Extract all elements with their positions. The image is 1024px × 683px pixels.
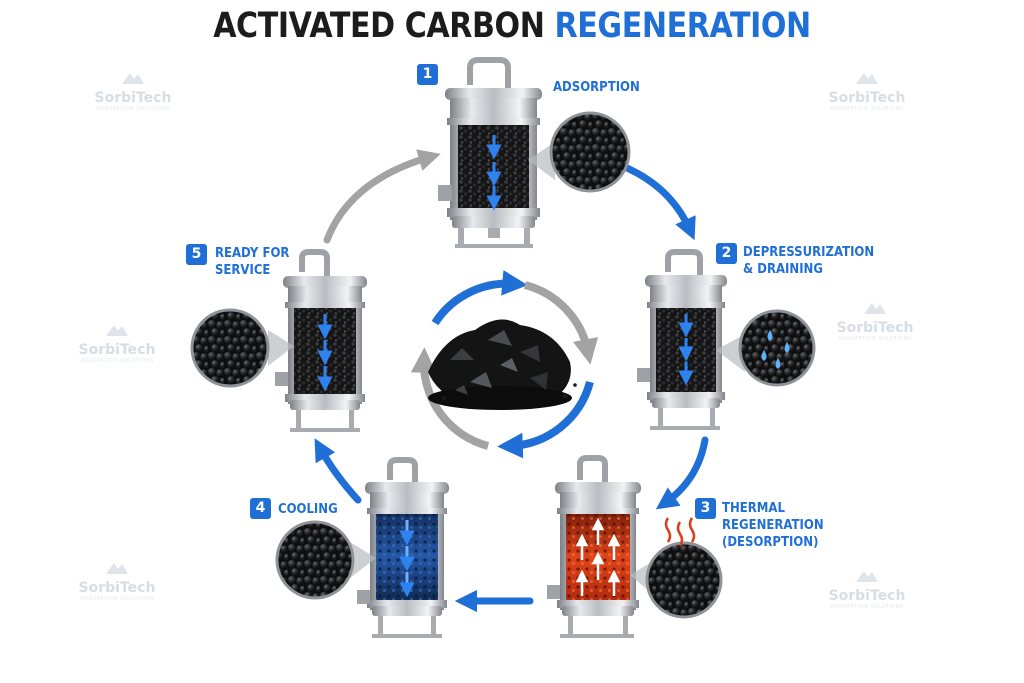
watermark-mid-right: SorbiTech ADSORPTION SOLUTIONS [830, 300, 920, 342]
watermark-bottom-left: SorbiTech ADSORPTION SOLUTIONS [72, 560, 162, 602]
watermark-top-left: SorbiTech ADSORPTION SOLUTIONS [88, 70, 178, 112]
step-1-badge: 1 [417, 64, 438, 85]
watermark-mid-left: SorbiTech ADSORPTION SOLUTIONS [72, 322, 162, 364]
page-title: ACTIVATED CARBON REGENERATION [72, 6, 953, 46]
watermark-bottom-right: SorbiTech ADSORPTION SOLUTIONS [822, 568, 912, 610]
vessel-ready-for-service [190, 249, 367, 432]
inner-cycle-ring [410, 270, 599, 459]
step-4-badge: 4 [250, 498, 271, 519]
step-4-label: COOLING [278, 502, 338, 517]
step-3-label: THERMAL REGENERATION (DESORPTION) [722, 501, 824, 550]
arrow-5-to-1 [323, 149, 441, 244]
carbon-pile [428, 319, 577, 410]
step-5-badge: 5 [186, 244, 207, 265]
step-2-label: DEPRESSURIZATION & DRAINING [743, 245, 875, 277]
step-2-badge: 2 [716, 243, 737, 264]
vessel-adsorption [438, 57, 631, 248]
arrow-1-to-2 [616, 161, 696, 241]
step-1-label: ADSORPTION [553, 80, 640, 95]
title-part-accent: REGENERATION [554, 6, 812, 46]
title-part-dark: ACTIVATED CARBON [213, 6, 545, 46]
vessel-cooling [275, 457, 449, 638]
arrow-4-to-5 [314, 438, 362, 504]
arrow-2-to-3 [655, 436, 709, 510]
step-3-badge: 3 [695, 498, 716, 519]
watermark-top-right: SorbiTech ADSORPTION SOLUTIONS [822, 70, 912, 112]
vessel-thermal-regeneration [547, 455, 723, 638]
vessel-depressurization [637, 249, 816, 430]
step-5-label: READY FOR SERVICE [215, 246, 290, 278]
